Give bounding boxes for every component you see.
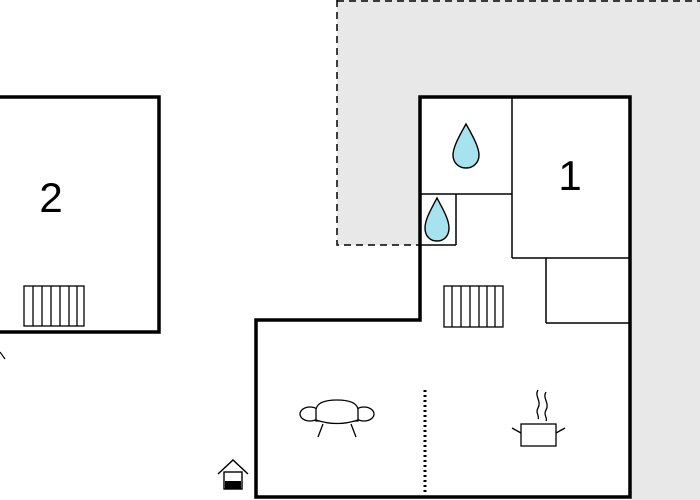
room-2-walls (0, 95, 161, 334)
room-1-label: 1 (558, 152, 581, 199)
cooking-pot-icon (511, 389, 566, 447)
sofa-icon (299, 399, 375, 438)
main-building: 1 (254, 95, 632, 499)
water-drop-icon (424, 196, 450, 242)
water-drop-icon (452, 122, 480, 169)
arrow-fragment (0, 351, 6, 360)
stairs-icon (443, 285, 504, 328)
room-2: 2 (0, 95, 161, 334)
outdoor-area-border (336, 0, 420, 246)
main-building-walls (254, 95, 632, 499)
entrance-icon (217, 458, 249, 490)
outdoor-area-strip (630, 245, 700, 500)
stairs-icon (23, 285, 85, 327)
room-2-label: 2 (39, 174, 62, 221)
